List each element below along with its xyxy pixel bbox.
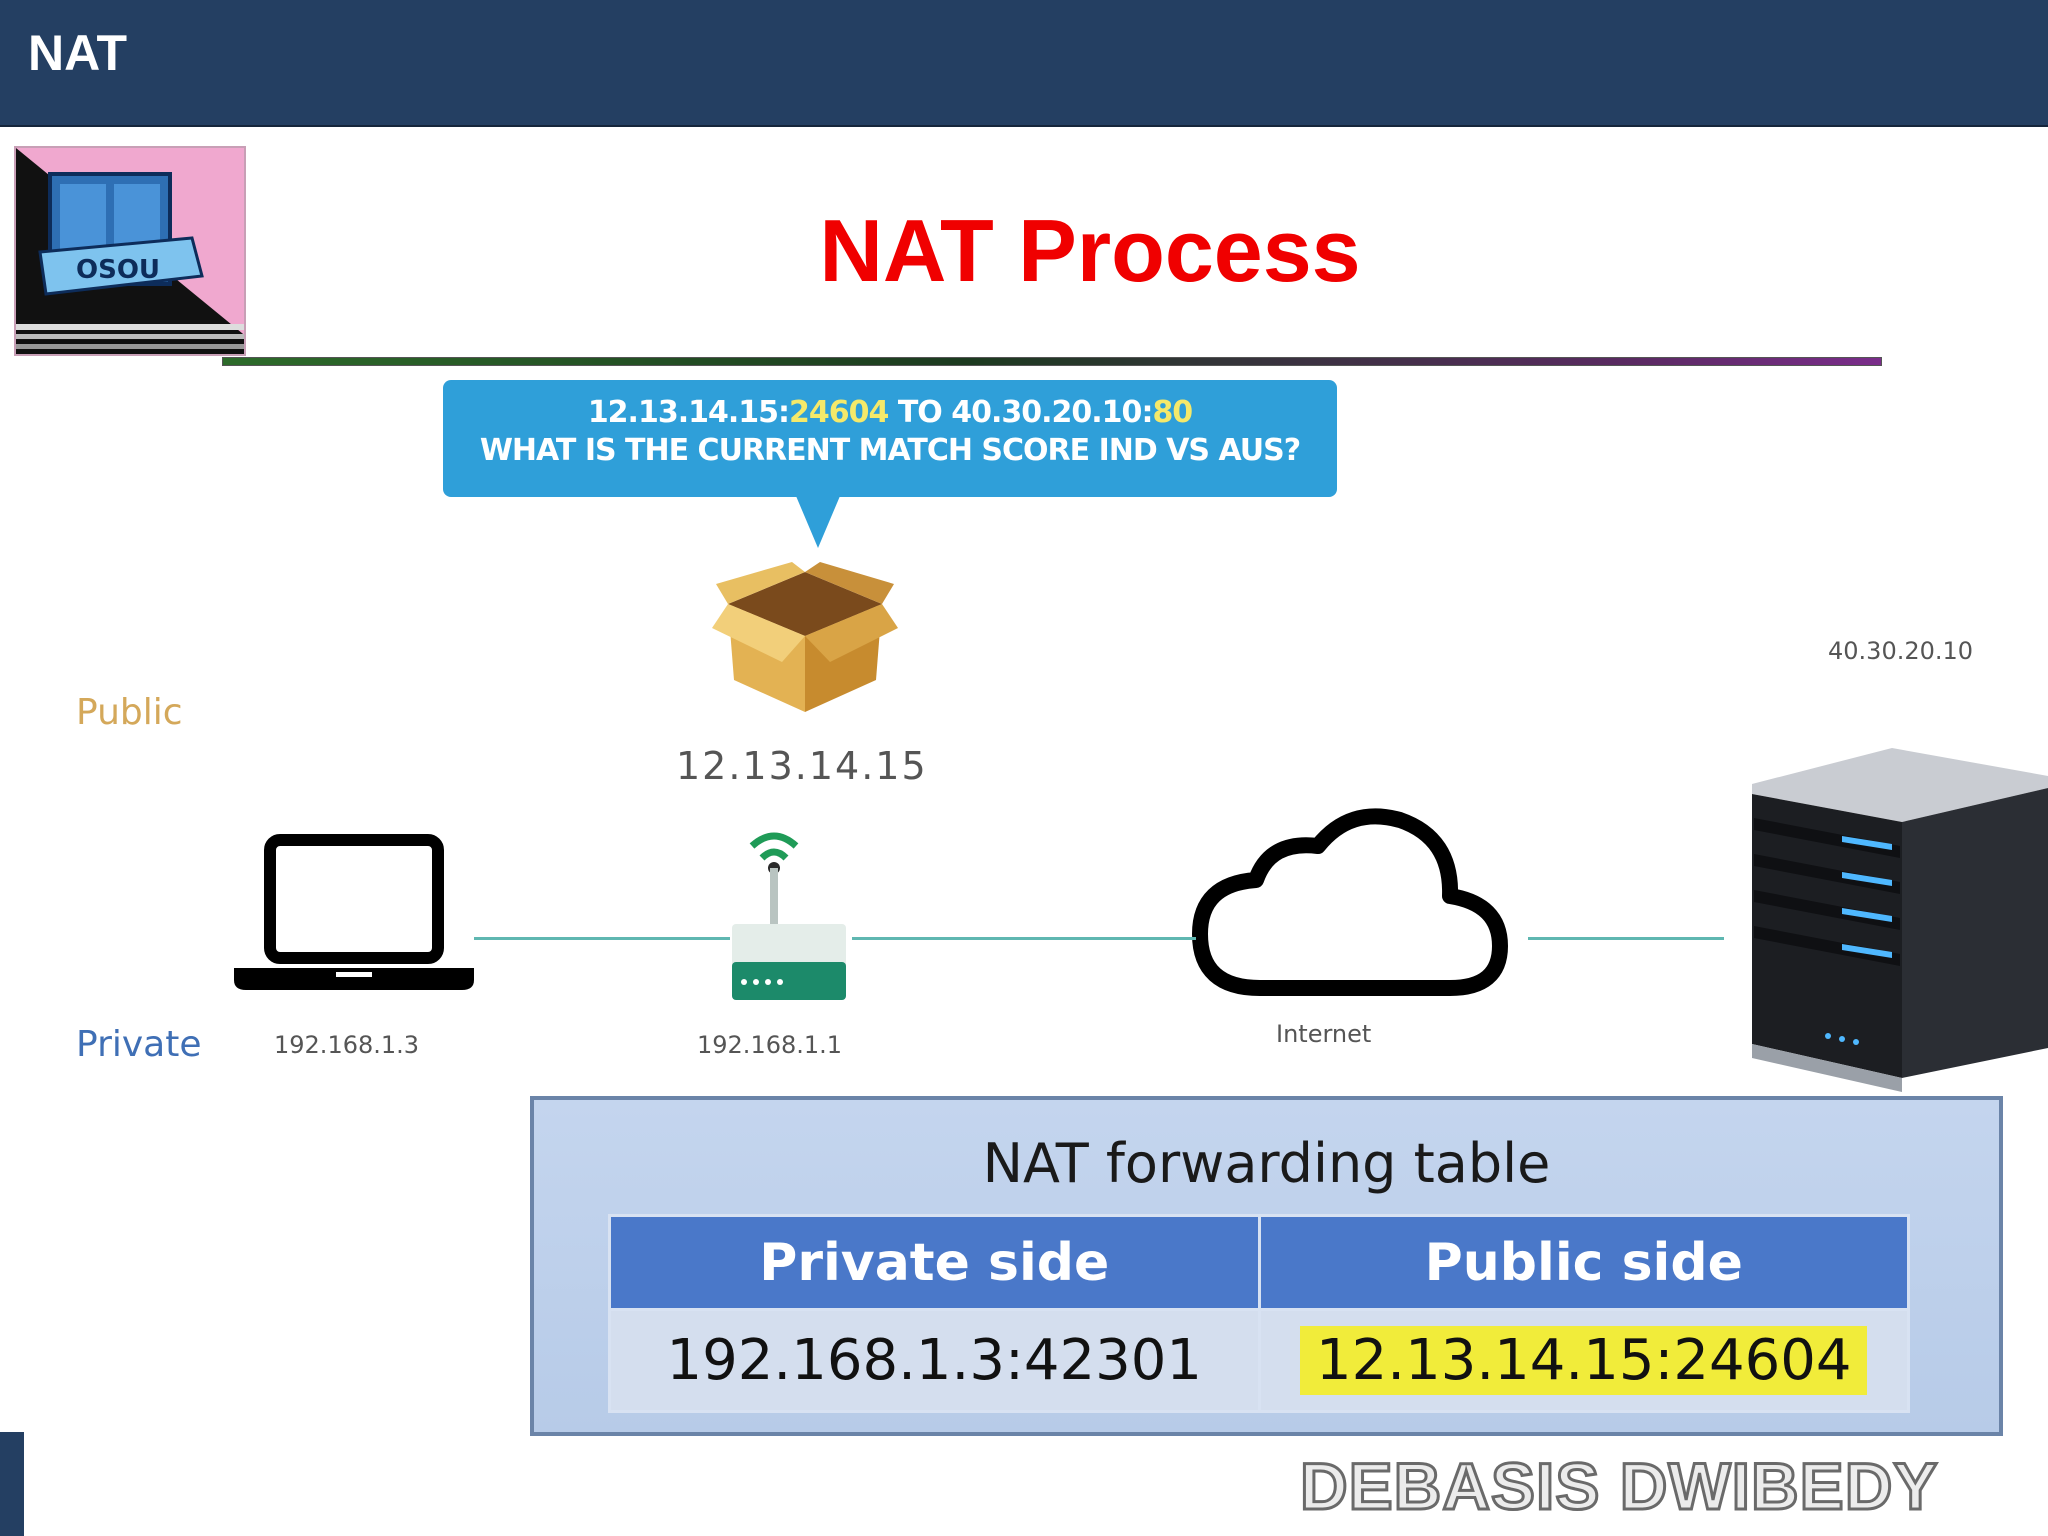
nat-forwarding-table: Private side Public side 192.168.1.3:423…: [608, 1214, 1910, 1413]
bubble-src-ip: 12.13.14.15: [587, 395, 779, 430]
bubble-dest-port: 80: [1152, 395, 1193, 430]
table-row: 192.168.1.3:42301 12.13.14.15:24604: [608, 1308, 1910, 1413]
packet-message-bubble: 12.13.14.15:24604 TO 40.30.20.10:80 WHAT…: [443, 380, 1337, 497]
nat-forwarding-table-panel: NAT forwarding table Private side Public…: [530, 1096, 2003, 1436]
header-title: NAT: [28, 25, 128, 81]
laptop-ip: 192.168.1.3: [274, 1031, 420, 1059]
cell-public-address-wrap: 12.13.14.15:24604: [1257, 1308, 1910, 1413]
bubble-line-1: 12.13.14.15:24604 TO 40.30.20.10:80: [587, 395, 1193, 430]
bubble-pointer: [796, 496, 840, 548]
bubble-line-2: WHAT IS THE CURRENT MATCH SCORE IND VS A…: [479, 433, 1301, 468]
bubble-src-port: 24604: [789, 395, 889, 430]
header-public-side: Public side: [1257, 1214, 1910, 1311]
institution-logo: OSOU: [14, 146, 246, 356]
public-zone-label: Public: [76, 692, 183, 733]
bubble-to: TO: [897, 395, 943, 430]
header-bar: NAT: [0, 0, 2048, 127]
svg-text:OSOU: OSOU: [76, 255, 160, 285]
bubble-dest-ip: 40.30.20.10: [951, 395, 1142, 430]
router-private-ip: 192.168.1.1: [697, 1031, 843, 1059]
link-router-cloud: [852, 937, 1196, 940]
server-icon: [1742, 748, 2048, 1092]
laptop-icon: [234, 834, 474, 992]
link-cloud-server: [1528, 937, 1724, 940]
link-laptop-router: [474, 937, 730, 940]
router-public-ip: 12.13.14.15: [676, 744, 928, 788]
cloud-icon: [1190, 800, 1510, 1000]
internet-label: Internet: [1276, 1020, 1372, 1048]
server-ip: 40.30.20.10: [1828, 637, 1974, 665]
cell-private-address: 192.168.1.3:42301: [608, 1308, 1261, 1413]
title-divider: [222, 357, 1882, 366]
footer-accent-bar: [0, 1432, 24, 1536]
header-private-side: Private side: [608, 1214, 1261, 1311]
author-name: DEBASIS DWIBEDY: [1298, 1448, 1939, 1525]
package-icon: [712, 562, 898, 718]
router-icon: [724, 824, 854, 1004]
cell-public-address: 12.13.14.15:24604: [1300, 1326, 1868, 1395]
slide-title: NAT Process: [819, 201, 1361, 300]
nat-table-title: NAT forwarding table: [982, 1132, 1551, 1195]
private-zone-label: Private: [76, 1024, 202, 1065]
